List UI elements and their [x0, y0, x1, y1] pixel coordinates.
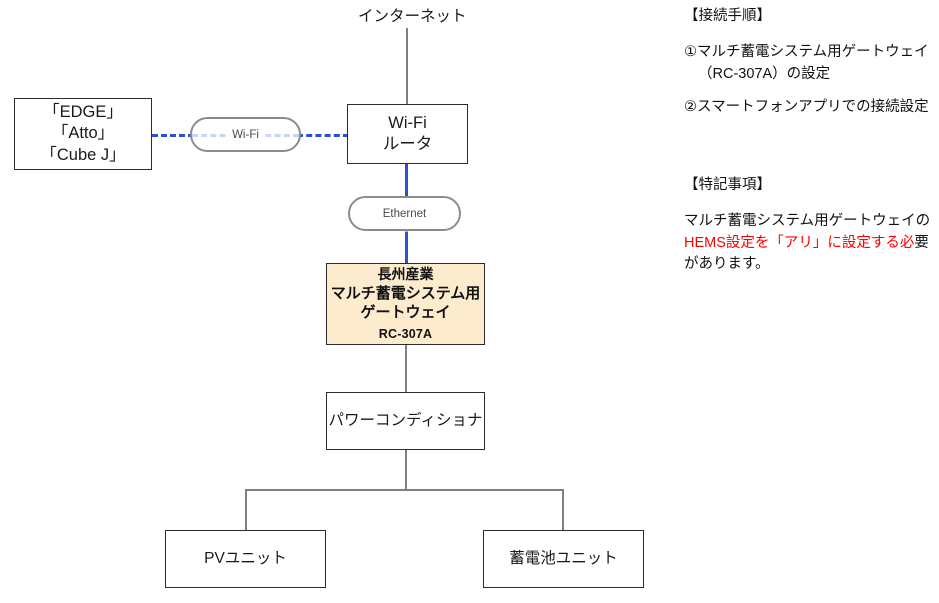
node-gateway[interactable]: 長州産業 マルチ蓄電システム用 ゲートウェイ RC-307A [326, 263, 485, 345]
wifi-link-label: Wi-Fi [229, 128, 262, 141]
wire-trunk-to-battery-unit [562, 489, 564, 530]
node-edge-devices[interactable]: 「EDGE」 「Atto」 「Cube J」 [14, 98, 152, 170]
node-gateway-maker: 長州産業 [377, 265, 434, 282]
node-edge-line2: 「Atto」 [51, 124, 115, 143]
node-wifi-router[interactable]: Wi-Fi ルータ [347, 104, 468, 164]
wire-internet-to-router [406, 28, 408, 104]
node-battery-unit-label: 蓄電池ユニット [509, 550, 618, 568]
node-router-line1: Wi-Fi [388, 113, 427, 132]
procedure-item-1-main: ①マルチ蓄電システム用ゲートウェイ [684, 43, 929, 60]
procedure-item-1-cont: （RC-307A）の設定 [698, 65, 831, 82]
node-power-conditioner-label: パワーコンディショナ [328, 412, 483, 430]
procedure-item-1: ①マルチ蓄電システム用ゲートウェイ （RC-307A）の設定 [684, 42, 934, 86]
remarks-highlight: HEMS設定を「アリ」に設定する必 [684, 234, 915, 251]
notes-panel: 【接続手順】 ①マルチ蓄電システム用ゲートウェイ （RC-307A）の設定 ②ス… [684, 6, 934, 276]
wifi-link-pill: Wi-Fi [190, 117, 301, 152]
procedure-heading: 【接続手順】 [684, 8, 771, 24]
ethernet-link-upper [405, 164, 409, 214]
node-gateway-model: RC-307A [378, 327, 433, 342]
notes-spacer [684, 131, 934, 175]
procedure-item-2: ②スマートフォンアプリでの接続設定 [684, 97, 934, 119]
wire-pcs-to-trunk [405, 450, 407, 489]
node-gateway-name-1: マルチ蓄電システム用 [330, 284, 481, 302]
node-edge-line3: 「Cube J」 [40, 145, 126, 164]
procedure-item-2-main: ②スマートフォンアプリでの接続設定 [684, 99, 929, 116]
node-pv-unit-label: PVユニット [204, 550, 287, 568]
node-pv-unit[interactable]: PVユニット [165, 530, 326, 588]
ethernet-link-lower [405, 232, 409, 263]
wifi-link-right [297, 134, 349, 137]
remarks-body: マルチ蓄電システム用ゲートウェイの HEMS設定を「アリ」に設定する必要があります… [684, 211, 934, 276]
remarks-heading: 【特記事項】 [684, 177, 771, 193]
internet-label: インターネット [358, 8, 467, 25]
node-gateway-name-2: ゲートウェイ [360, 303, 451, 321]
wire-gateway-to-pcs [405, 345, 407, 392]
node-edge-line1: 「EDGE」 [43, 103, 123, 122]
node-router-line2: ルータ [382, 135, 433, 153]
remarks-tail: 要があります。 [684, 234, 929, 273]
ethernet-link-label: Ethernet [382, 207, 427, 220]
wifi-link-left [152, 134, 194, 137]
wire-trunk-to-pv-unit [245, 489, 247, 530]
ethernet-link-pill: Ethernet [348, 196, 461, 231]
node-power-conditioner[interactable]: パワーコンディショナ [326, 392, 485, 450]
node-battery-unit[interactable]: 蓄電池ユニット [483, 530, 644, 588]
remarks-lead: マルチ蓄電システム用ゲートウェイの [684, 212, 931, 229]
wire-trunk-horizontal [245, 489, 563, 491]
